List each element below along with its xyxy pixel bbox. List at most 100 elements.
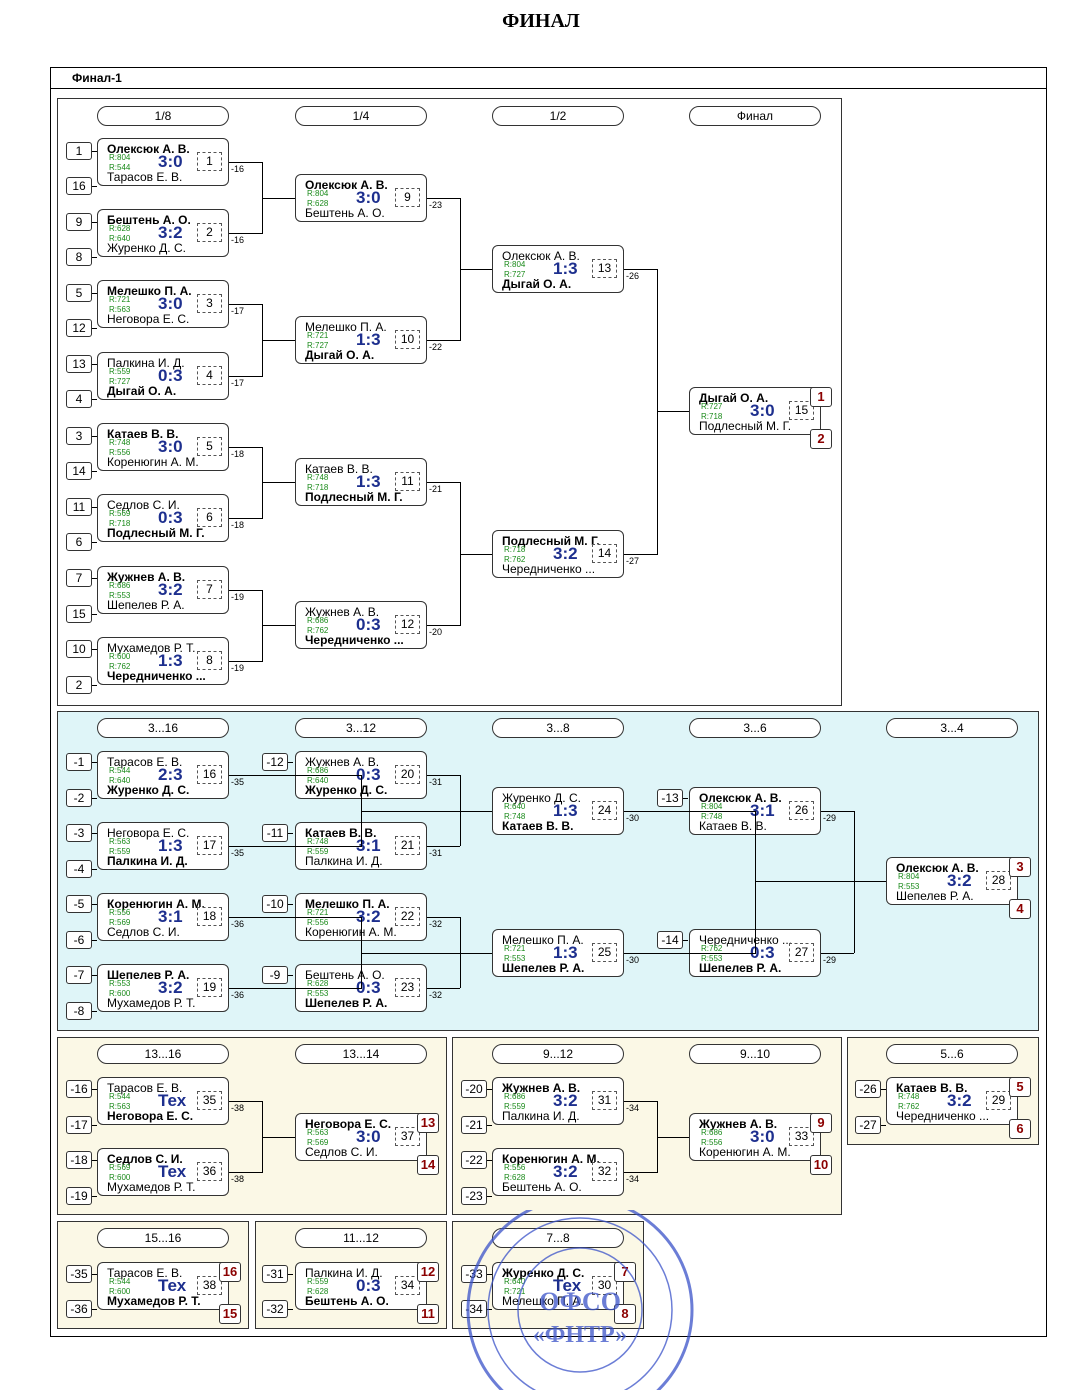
seed-box: 16	[66, 177, 92, 195]
player-rating: R:556	[109, 448, 131, 457]
final-place-badge: 8	[614, 1304, 636, 1324]
bracket-line	[92, 507, 97, 508]
final-place-badge: 14	[417, 1155, 439, 1175]
bracket-line	[229, 447, 262, 448]
final-place-badge: 6	[1009, 1119, 1031, 1139]
player-name: Мухамедов Р. Т.	[107, 641, 196, 655]
player-rating: R:686	[504, 1092, 526, 1101]
loser-destination: -32	[429, 919, 443, 929]
final-place-badge: 3	[1009, 857, 1031, 877]
player-name: Чередниченко ...	[502, 562, 596, 576]
seed-box: 15	[66, 605, 92, 623]
loser-destination: -22	[429, 342, 443, 352]
seed-box: -27	[855, 1116, 881, 1134]
match-number: 33	[789, 1127, 814, 1146]
match-number: 31	[592, 1091, 617, 1110]
bracket-line	[92, 869, 97, 870]
bracket-line	[487, 1274, 492, 1275]
player-name: Мелешко П. А.	[502, 1294, 584, 1308]
bracket-line	[92, 186, 97, 187]
player-name: Мелешко П. А.	[305, 320, 387, 334]
svg-text:ОФСО: ОФСО	[539, 1287, 621, 1316]
bracket-line	[427, 988, 460, 989]
match-number: 10	[395, 330, 420, 349]
bracket-line	[427, 340, 460, 341]
player-name: Тарасов Е. В.	[107, 755, 183, 769]
bracket-line	[229, 376, 262, 377]
seed-box: 1	[66, 142, 92, 160]
player-rating: R:553	[701, 954, 723, 963]
player-rating: R:553	[109, 591, 131, 600]
seed-box: -17	[66, 1116, 92, 1134]
section-label: Финал-1	[72, 71, 122, 85]
round-header: 15...16	[97, 1228, 229, 1248]
match-score: 3:0	[356, 1127, 381, 1146]
match-score: 3:2	[158, 978, 183, 997]
player-name: Подлесный М. Г.	[107, 526, 205, 540]
loser-destination: -32	[429, 990, 443, 1000]
bracket-line	[288, 975, 293, 976]
round-header: 5...6	[886, 1044, 1018, 1064]
player-name: Мелешко П. А.	[305, 897, 390, 911]
bracket-line	[881, 1089, 886, 1090]
loser-destination: -17	[231, 378, 245, 388]
bracket-line	[881, 1125, 886, 1126]
match-number: 18	[197, 907, 222, 926]
bracket-line	[656, 269, 658, 555]
bracket-line	[262, 1137, 295, 1138]
player-name: Седлов С. И.	[107, 925, 180, 939]
bracket-line	[288, 1309, 293, 1310]
seed-box: -9	[262, 966, 288, 984]
match-number: 11	[395, 472, 420, 491]
player-name: Неговора Е. С.	[107, 826, 190, 840]
player-rating: R:804	[701, 802, 723, 811]
match-score: 3:2	[553, 1162, 578, 1181]
match-number: 19	[197, 978, 222, 997]
match-score: 1:3	[553, 943, 578, 962]
bracket-line	[92, 328, 97, 329]
final-place-badge: 13	[417, 1113, 439, 1133]
bracket-line	[92, 1309, 97, 1310]
bracket-line	[229, 233, 262, 234]
round-header: 1/8	[97, 106, 229, 126]
loser-destination: -26	[626, 271, 640, 281]
loser-destination: -30	[626, 955, 640, 965]
player-name: Катаев В. В.	[107, 427, 179, 441]
player-name: Тарасов Е. В.	[107, 1266, 183, 1280]
player-name: Олексюк А. В.	[107, 142, 190, 156]
seed-box: -11	[262, 824, 288, 842]
loser-destination: -31	[429, 777, 443, 787]
player-rating: R:600	[109, 989, 131, 998]
bracket-line	[487, 1089, 492, 1090]
match-number: 22	[395, 907, 420, 926]
match-score: 3:1	[750, 801, 775, 820]
seed-box: 7	[66, 569, 92, 587]
player-rating: R:686	[307, 616, 329, 625]
player-name: Шепелев Р. А.	[107, 968, 190, 982]
player-name: Журенко Д. С.	[305, 783, 388, 797]
bracket-line	[92, 649, 97, 650]
player-rating: R:556	[504, 1163, 526, 1172]
match-score: 3:1	[356, 836, 381, 855]
round-header: Финал	[689, 106, 821, 126]
player-rating: R:748	[701, 812, 723, 821]
player-rating: R:804	[109, 153, 131, 162]
seed-box: 11	[66, 498, 92, 516]
seed-box: 10	[66, 640, 92, 658]
loser-destination: -16	[231, 235, 245, 245]
seed-box: -31	[262, 1265, 288, 1283]
player-name: Палкина И. Д.	[107, 356, 185, 370]
match-number: 6	[197, 508, 222, 527]
player-name: Мухамедов Р. Т.	[107, 1180, 196, 1194]
seed-box: -35	[66, 1265, 92, 1283]
